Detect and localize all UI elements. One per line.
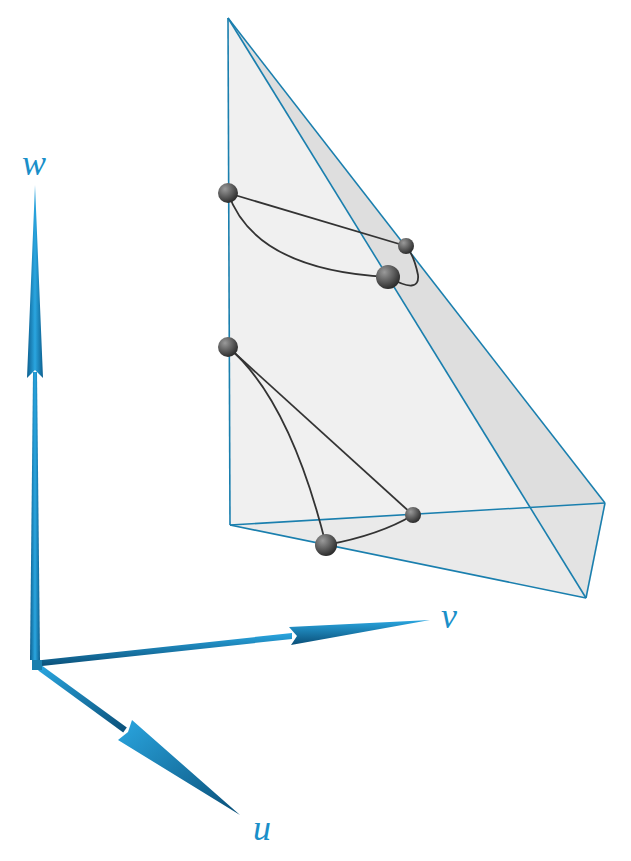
curve-set bbox=[228, 193, 418, 545]
axis-label: u bbox=[253, 810, 271, 846]
tetra-face bbox=[230, 503, 605, 598]
axis-v bbox=[42, 620, 430, 666]
tetra-edges bbox=[228, 18, 605, 598]
axis-w bbox=[27, 185, 43, 660]
axis-label: w bbox=[22, 145, 46, 181]
vertex-spheres bbox=[218, 183, 421, 556]
tetra-face bbox=[228, 18, 605, 598]
tetra-face bbox=[228, 18, 586, 598]
axis-u bbox=[38, 666, 240, 815]
axis-origin bbox=[32, 660, 42, 670]
axis-label: v bbox=[441, 598, 457, 634]
